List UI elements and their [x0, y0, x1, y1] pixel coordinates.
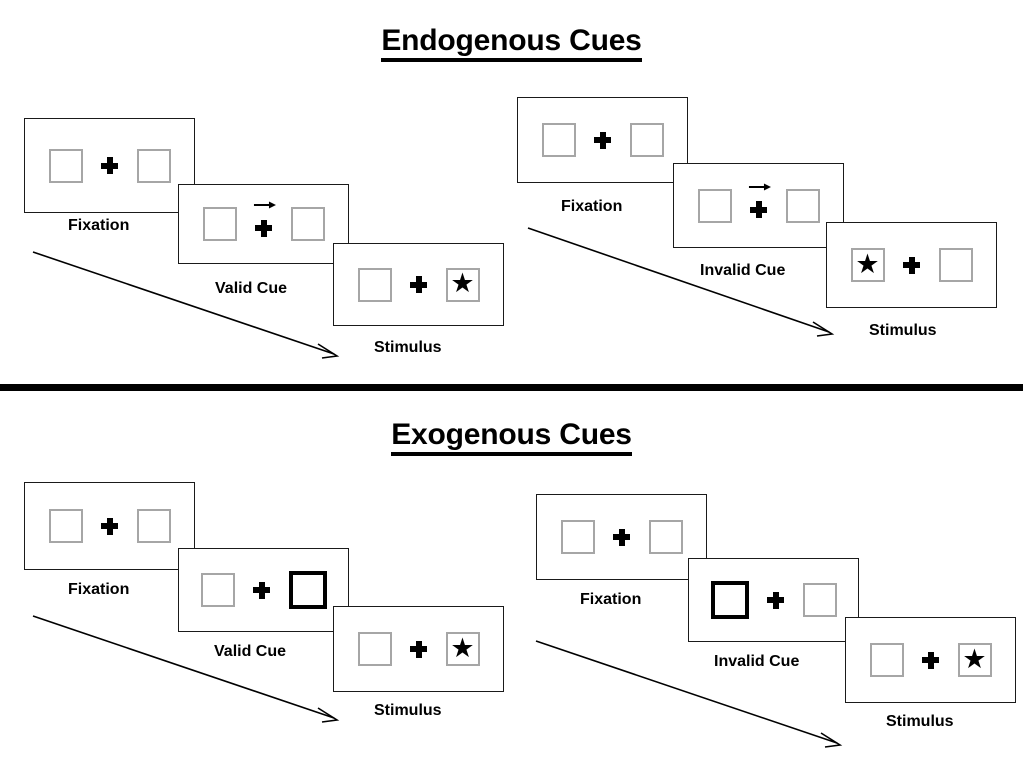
- panel-endogenous-invalid-stimulus: ★: [826, 222, 997, 308]
- fixation-cross-icon: [101, 517, 118, 535]
- right-box: [648, 520, 683, 554]
- left-box: [869, 643, 904, 677]
- fixation-cross-icon: [922, 651, 939, 669]
- fixation-area: [746, 183, 772, 226]
- caption-endogenous-invalid-stimulus: Stimulus: [869, 322, 937, 339]
- fixation-cross-icon: [903, 256, 920, 274]
- fixation-cross-icon: [253, 581, 270, 599]
- fixation-area: [609, 517, 635, 557]
- right-box: [802, 583, 837, 617]
- right-box-cued: [288, 571, 327, 609]
- fixation-cross-icon: [594, 131, 611, 149]
- time-flow-arrow-exogenous-invalid: [535, 640, 843, 748]
- panel-exogenous-valid-fixation: [24, 482, 195, 570]
- caption-exogenous-invalid-stimulus: Stimulus: [886, 713, 954, 730]
- arrow-right-icon: [253, 201, 276, 209]
- fixation-area: [406, 629, 432, 669]
- caption-exogenous-valid-fixation: Fixation: [68, 581, 130, 598]
- panel-exogenous-invalid-fixation: [536, 494, 707, 580]
- caption-exogenous-invalid-cue: Invalid Cue: [714, 653, 800, 670]
- caption-endogenous-invalid-cue: Invalid Cue: [700, 262, 786, 279]
- time-flow-arrow-endogenous-invalid: [527, 227, 835, 337]
- fixation-area: [899, 245, 925, 285]
- panel-exogenous-invalid-cue: [688, 558, 859, 642]
- fixation-area: [97, 506, 123, 546]
- left-box: [357, 632, 392, 666]
- fixation-cross-icon: [767, 591, 784, 609]
- fixation-area: [251, 201, 277, 244]
- fixation-area: [763, 580, 789, 620]
- left-box: [48, 148, 83, 183]
- right-box: [938, 248, 973, 282]
- section-title-endogenous-text: Endogenous Cues: [381, 24, 642, 62]
- right-box: ★: [957, 643, 992, 677]
- caption-endogenous-valid-fixation: Fixation: [68, 217, 130, 234]
- right-box: [785, 188, 820, 223]
- star-icon: ★: [962, 643, 987, 674]
- left-box: [357, 267, 392, 302]
- time-flow-arrow-exogenous-valid: [32, 615, 340, 723]
- panel-exogenous-invalid-stimulus: ★: [845, 617, 1016, 703]
- caption-exogenous-valid-cue: Valid Cue: [214, 643, 287, 660]
- time-flow-arrow-endogenous-valid: [32, 251, 340, 359]
- star-icon: ★: [450, 268, 475, 298]
- fixation-area: [249, 570, 275, 610]
- fixation-area: [918, 640, 944, 680]
- panel-endogenous-invalid-cue: [673, 163, 844, 248]
- caption-exogenous-invalid-fixation: Fixation: [580, 591, 642, 608]
- right-box: [136, 148, 171, 183]
- left-box: [560, 520, 595, 554]
- left-box: [697, 188, 732, 223]
- section-title-endogenous: Endogenous Cues: [0, 24, 1023, 62]
- panel-endogenous-invalid-fixation: [517, 97, 688, 183]
- caption-endogenous-valid-stimulus: Stimulus: [374, 339, 442, 356]
- caption-endogenous-valid-cue: Valid Cue: [215, 280, 288, 297]
- panel-endogenous-valid-fixation: [24, 118, 195, 213]
- fixation-cross-icon: [255, 219, 272, 237]
- left-box: [48, 509, 83, 543]
- fixation-cross-icon: [101, 157, 118, 174]
- right-box: [290, 207, 325, 241]
- fixation-cross-icon: [613, 528, 630, 546]
- left-box: ★: [850, 248, 885, 282]
- panel-endogenous-valid-cue: [178, 184, 349, 264]
- fixation-cross-icon: [750, 201, 767, 218]
- left-box: [541, 123, 576, 157]
- fixation-area: [406, 265, 432, 305]
- left-box: [200, 573, 235, 607]
- section-divider: [0, 384, 1023, 391]
- right-box: [136, 509, 171, 543]
- right-box: [629, 123, 664, 157]
- star-icon: ★: [450, 632, 475, 663]
- fixation-cross-icon: [410, 640, 427, 658]
- fixation-cross-icon: [410, 276, 427, 293]
- section-title-exogenous: Exogenous Cues: [0, 418, 1023, 456]
- left-box: [202, 207, 237, 241]
- left-box-cued: [710, 581, 749, 619]
- panel-exogenous-valid-stimulus: ★: [333, 606, 504, 692]
- caption-exogenous-valid-stimulus: Stimulus: [374, 702, 442, 719]
- arrow-right-icon: [748, 183, 771, 190]
- right-box: ★: [445, 632, 480, 666]
- fixation-area: [590, 120, 616, 160]
- caption-endogenous-invalid-fixation: Fixation: [561, 198, 623, 215]
- right-box: ★: [445, 267, 480, 302]
- panel-exogenous-valid-cue: [178, 548, 349, 632]
- panel-endogenous-valid-stimulus: ★: [333, 243, 504, 326]
- section-title-exogenous-text: Exogenous Cues: [391, 418, 632, 456]
- fixation-area: [97, 146, 123, 186]
- star-icon: ★: [855, 248, 880, 279]
